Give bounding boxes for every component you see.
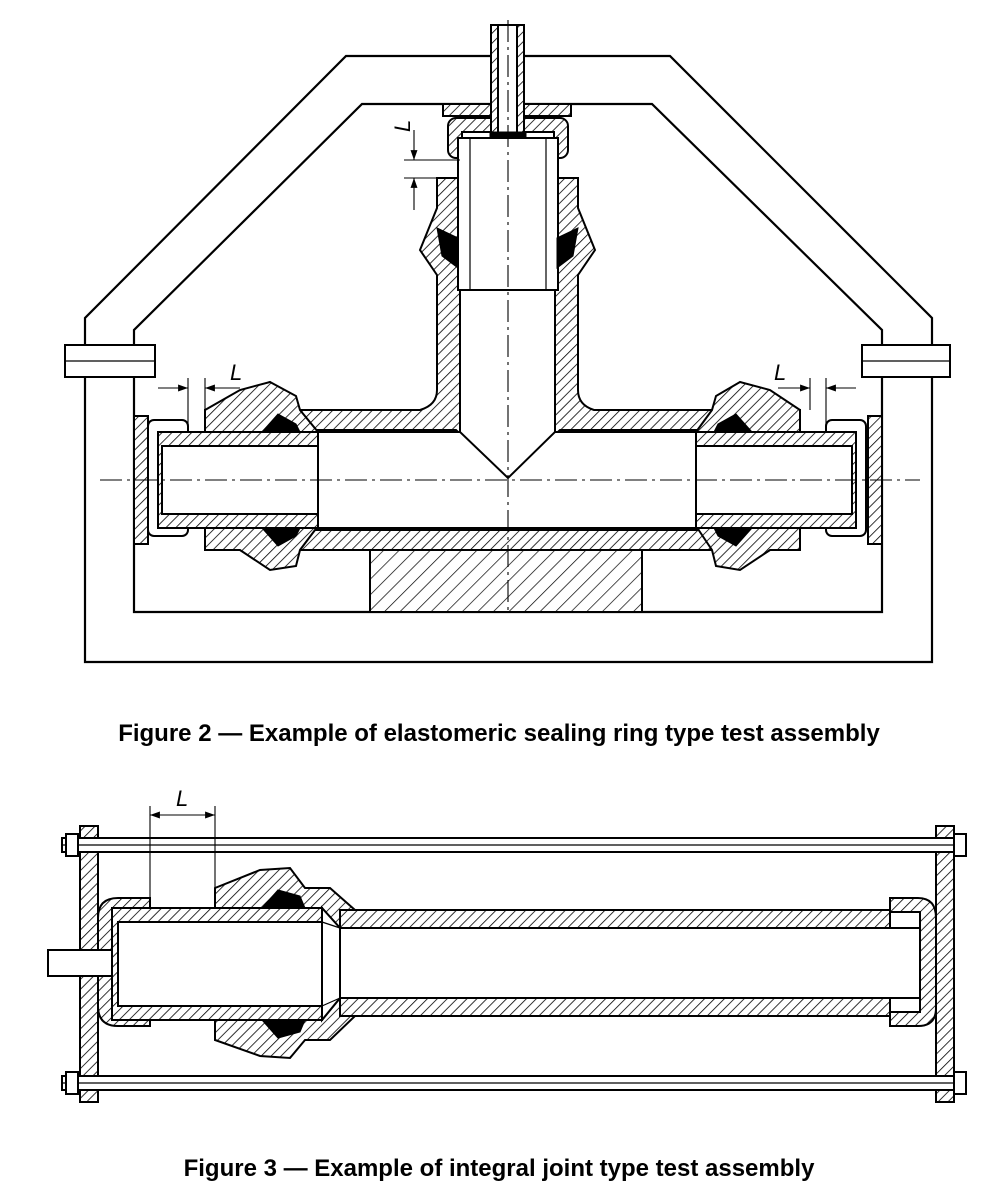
dim-label-right: L: [774, 360, 786, 385]
base-block: [369, 549, 643, 613]
dim-label-left: L: [230, 360, 242, 385]
seal-fig3-upper: [260, 889, 306, 909]
inner-frame: [132, 102, 884, 614]
right-end-plate: [935, 825, 955, 1103]
bottom-tie-rod: [61, 1071, 967, 1095]
outer-frame: [83, 54, 934, 664]
seal-top-right: [556, 227, 579, 269]
figure-2-caption: Figure 2 — Example of elastomeric sealin…: [118, 720, 880, 747]
dimension-right: L: [774, 360, 856, 432]
dimension-top: L: [390, 120, 460, 210]
figure-2-drawing: L L L: [64, 20, 951, 664]
dimension-fig3: L: [149, 786, 216, 908]
top-tie-rod: [61, 833, 967, 857]
figure-3-caption: Figure 3 — Example of integral joint typ…: [183, 1155, 815, 1182]
seal-left-lower: [260, 527, 301, 547]
figure-3-drawing: L: [47, 786, 967, 1103]
dim-label-fig3: L: [176, 786, 188, 811]
dimension-left: L: [158, 360, 242, 432]
seal-right-upper: [713, 413, 754, 433]
seal-left-upper: [260, 413, 301, 433]
dim-label-top: L: [390, 120, 415, 132]
seal-right-lower: [713, 527, 754, 547]
main-pipe-bore: [339, 927, 921, 999]
seal-top-left: [436, 227, 459, 269]
seal-fig3-lower: [260, 1019, 306, 1039]
